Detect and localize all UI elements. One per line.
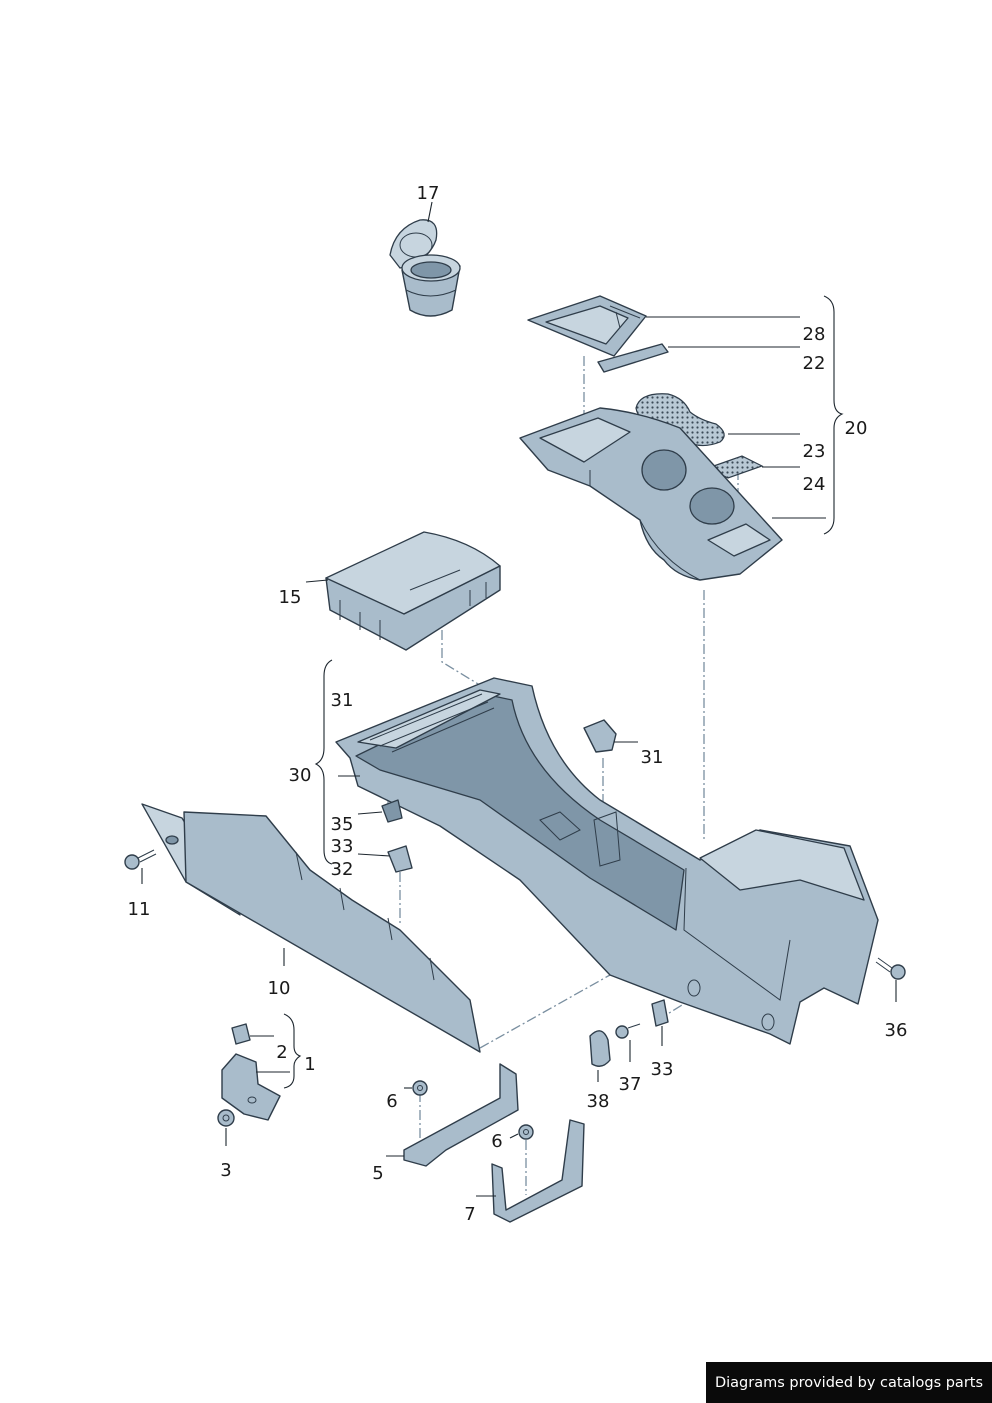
callout-6-left: 6 (386, 1091, 397, 1112)
trim-strip-part-22 (597, 343, 669, 373)
callout-3: 3 (220, 1160, 231, 1181)
cupholder-tray-part-20 (519, 407, 783, 581)
clip-part-31 (583, 719, 617, 753)
callout-10: 10 (268, 978, 291, 999)
callout-numbers: 17 28 22 20 23 24 15 31 31 30 35 33 32 1… (128, 183, 908, 1225)
screw-part-37 (615, 1023, 641, 1039)
ashtray-cup-part-17 (389, 219, 461, 317)
callout-22: 22 (803, 353, 826, 374)
clip-part-33-left (387, 845, 413, 873)
bracket-part-7 (491, 1119, 585, 1223)
callout-6-right: 6 (491, 1131, 502, 1152)
screw-part-11 (124, 849, 157, 870)
bracket-part-5 (403, 1063, 519, 1167)
shift-bezel-frame-part-28 (527, 295, 647, 357)
callout-36: 36 (885, 1020, 908, 1041)
callout-35: 35 (331, 814, 354, 835)
watermark-banner: Diagrams provided by catalogs parts (706, 1362, 992, 1403)
bracket-part-1 (221, 1053, 281, 1121)
callout-33-right: 33 (651, 1059, 674, 1080)
storage-lid-part-15 (325, 531, 501, 651)
clip-part-35 (381, 799, 403, 823)
callout-11: 11 (128, 899, 151, 920)
clip-part-33-right (651, 999, 669, 1027)
nut-part-6a (412, 1080, 428, 1096)
centre-console-part-30 (335, 677, 879, 1045)
nut-part-6b (518, 1124, 534, 1140)
callout-31-right: 31 (641, 747, 664, 768)
callout-31-left: 31 (331, 690, 354, 711)
callout-33-left: 33 (331, 836, 354, 857)
callout-17: 17 (417, 183, 440, 204)
screw-part-36 (875, 957, 906, 980)
nut-part-3 (217, 1109, 235, 1127)
callout-30: 30 (289, 765, 312, 786)
callout-38: 38 (587, 1091, 610, 1112)
cap-part-38 (589, 1030, 611, 1067)
callout-5: 5 (372, 1163, 383, 1184)
leader-lines (141, 201, 897, 1197)
callout-24: 24 (803, 474, 826, 495)
callout-32: 32 (331, 859, 354, 880)
side-trim-panel-part-10 (141, 803, 481, 1053)
clip-part-2 (231, 1023, 251, 1045)
callout-37: 37 (619, 1074, 642, 1095)
callout-20: 20 (845, 418, 868, 439)
callout-2: 2 (276, 1042, 287, 1063)
callout-28: 28 (803, 324, 826, 345)
callout-1: 1 (304, 1054, 315, 1075)
callout-23: 23 (803, 441, 826, 462)
callout-7: 7 (464, 1204, 475, 1225)
callout-15: 15 (279, 587, 302, 608)
